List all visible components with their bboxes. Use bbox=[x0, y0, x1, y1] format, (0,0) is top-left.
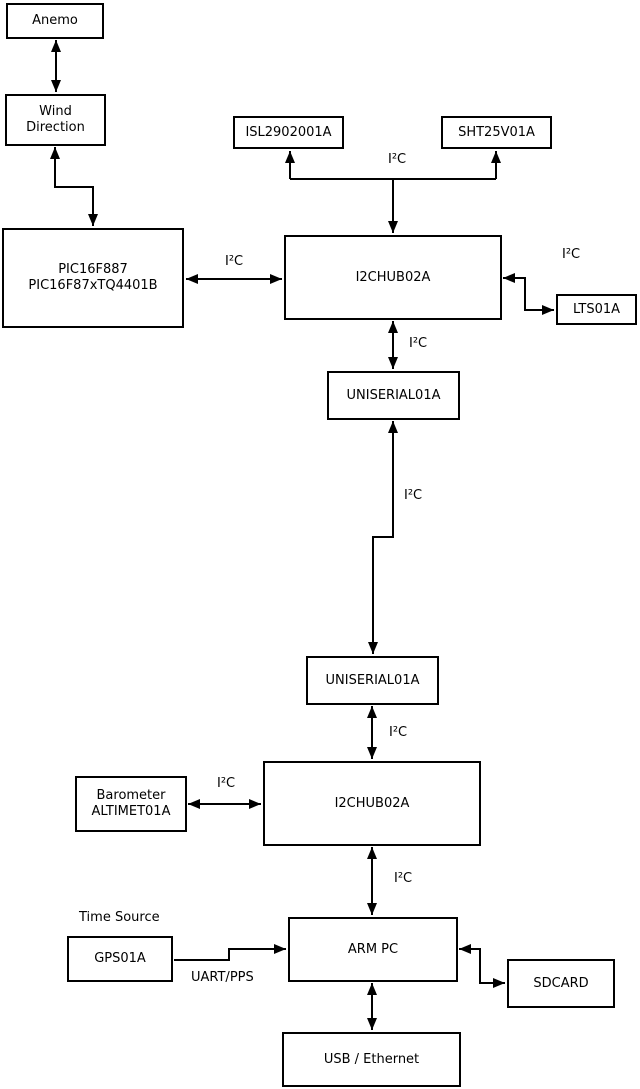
node-sht25v01a: SHT25V01A bbox=[441, 116, 552, 149]
label-i2c-barometer-hub2: I²C bbox=[217, 776, 236, 791]
node-barometer-altimet01a: Barometer ALTIMET01A bbox=[75, 776, 187, 832]
node-pic16f887: PIC16F887 PIC16F87xTQ4401B bbox=[2, 228, 184, 328]
label-i2c-hub1-uniserial1: I²C bbox=[409, 336, 428, 351]
node-i2chub02a-2-label: I2CHUB02A bbox=[334, 795, 410, 811]
node-gps01a-label: GPS01A bbox=[94, 951, 146, 967]
edge-armpc-sdcard bbox=[459, 944, 505, 988]
edge-hub1-lts bbox=[503, 273, 554, 315]
node-pic16f887-label-2: PIC16F87xTQ4401B bbox=[28, 278, 158, 293]
node-isl2902001a: ISL2902001A bbox=[233, 116, 344, 149]
node-barometer-label-1: Barometer bbox=[96, 788, 166, 804]
node-usb-ethernet: USB / Ethernet bbox=[282, 1032, 461, 1087]
node-i2chub02a-1-label: I2CHUB02A bbox=[355, 269, 431, 285]
node-i2chub02a-2: I2CHUB02A bbox=[263, 761, 481, 846]
node-barometer-label-2: ALTIMET01A bbox=[91, 804, 171, 819]
node-wind-direction-label-1: Wind bbox=[39, 104, 72, 120]
node-lts01a: LTS01A bbox=[556, 294, 637, 325]
node-usb-ethernet-label: USB / Ethernet bbox=[323, 1051, 420, 1067]
node-uniserial01a-2: UNISERIAL01A bbox=[306, 656, 439, 705]
node-i2chub02a-1: I2CHUB02A bbox=[284, 235, 502, 320]
node-isl2902001a-label: ISL2902001A bbox=[245, 124, 332, 140]
label-i2c-sensors: I²C bbox=[388, 152, 407, 167]
node-lts01a-label: LTS01A bbox=[572, 301, 621, 317]
edge-gps-armpc bbox=[174, 944, 286, 961]
edge-uniserial1-uniserial2 bbox=[368, 421, 398, 654]
label-i2c-hub2-armpc: I²C bbox=[394, 871, 413, 886]
node-anemo-label: Anemo bbox=[32, 13, 78, 29]
node-gps01a: GPS01A bbox=[67, 936, 173, 982]
node-sht25v01a-label: SHT25V01A bbox=[458, 124, 535, 140]
edge-wind-pic bbox=[50, 147, 98, 226]
label-i2c-uniserial2-hub2: I²C bbox=[389, 725, 408, 740]
label-time-source: Time Source bbox=[79, 910, 160, 925]
node-uniserial01a-2-label: UNISERIAL01A bbox=[325, 672, 420, 688]
label-i2c-pic-hub1: I²C bbox=[225, 254, 244, 269]
node-sdcard: SDCARD bbox=[507, 959, 615, 1008]
node-pic16f887-label-1: PIC16F887 bbox=[58, 262, 128, 278]
node-wind-direction-label-2: Direction bbox=[26, 120, 85, 135]
node-wind-direction: Wind Direction bbox=[5, 94, 106, 146]
node-uniserial01a-1: UNISERIAL01A bbox=[327, 371, 460, 420]
node-uniserial01a-1-label: UNISERIAL01A bbox=[346, 387, 441, 403]
label-uart-pps: UART/PPS bbox=[191, 970, 254, 985]
node-sdcard-label: SDCARD bbox=[533, 975, 589, 991]
node-arm-pc-label: ARM PC bbox=[347, 941, 399, 957]
label-i2c-uniserial1-uniserial2: I²C bbox=[404, 488, 423, 503]
label-i2c-hub1-lts: I²C bbox=[562, 247, 581, 262]
node-arm-pc: ARM PC bbox=[288, 917, 458, 982]
node-anemo: Anemo bbox=[6, 3, 104, 39]
